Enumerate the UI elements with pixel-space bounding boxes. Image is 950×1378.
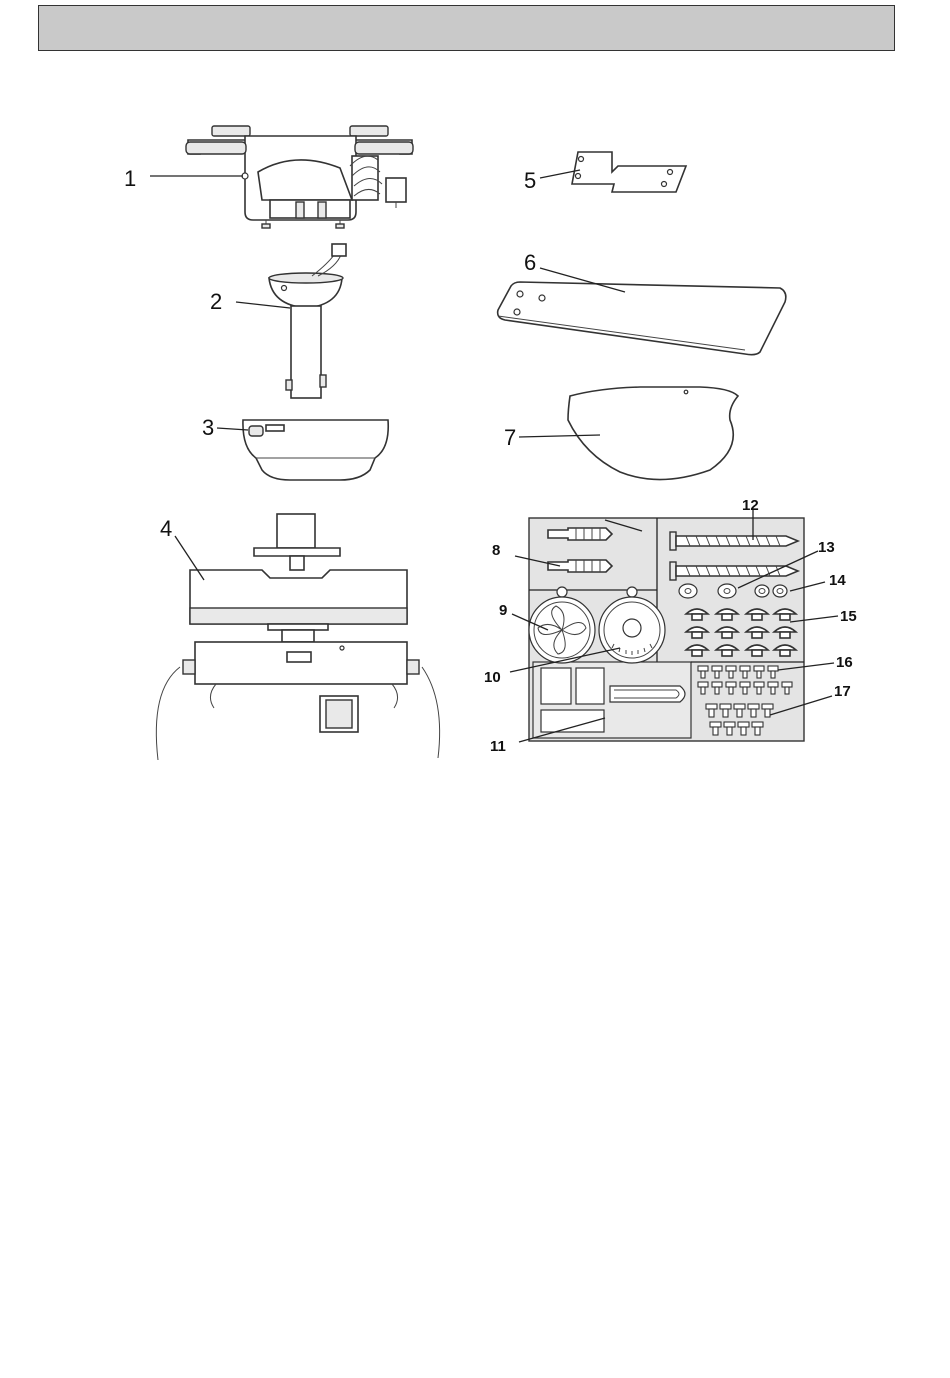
label-3: 3 — [202, 415, 214, 440]
label-11: 11 — [490, 738, 506, 755]
label-12: 12 — [742, 497, 759, 514]
part-1-mounting-bracket — [186, 126, 413, 228]
label-13: 13 — [818, 539, 835, 556]
part-3-canopy-cover — [243, 420, 388, 480]
label-2: 2 — [210, 289, 222, 314]
label-8: 8 — [492, 542, 500, 559]
label-16: 16 — [836, 654, 853, 671]
part-4-motor-housing — [156, 514, 439, 760]
label-10: 10 — [484, 669, 501, 686]
label-4: 4 — [160, 516, 172, 541]
label-1: 1 — [124, 166, 136, 191]
part-5-bracket — [572, 152, 686, 192]
label-17: 17 — [834, 683, 851, 700]
label-6: 6 — [524, 250, 536, 275]
part-2-downrod — [269, 244, 346, 398]
label-14: 14 — [829, 572, 846, 589]
part-7-glass-shade — [568, 387, 738, 480]
part-6-blade — [498, 282, 786, 355]
label-9: 9 — [499, 602, 507, 619]
label-15: 15 — [840, 608, 857, 625]
hardware-kit-panel — [529, 518, 804, 741]
label-5: 5 — [524, 168, 536, 193]
label-7: 7 — [504, 425, 516, 450]
